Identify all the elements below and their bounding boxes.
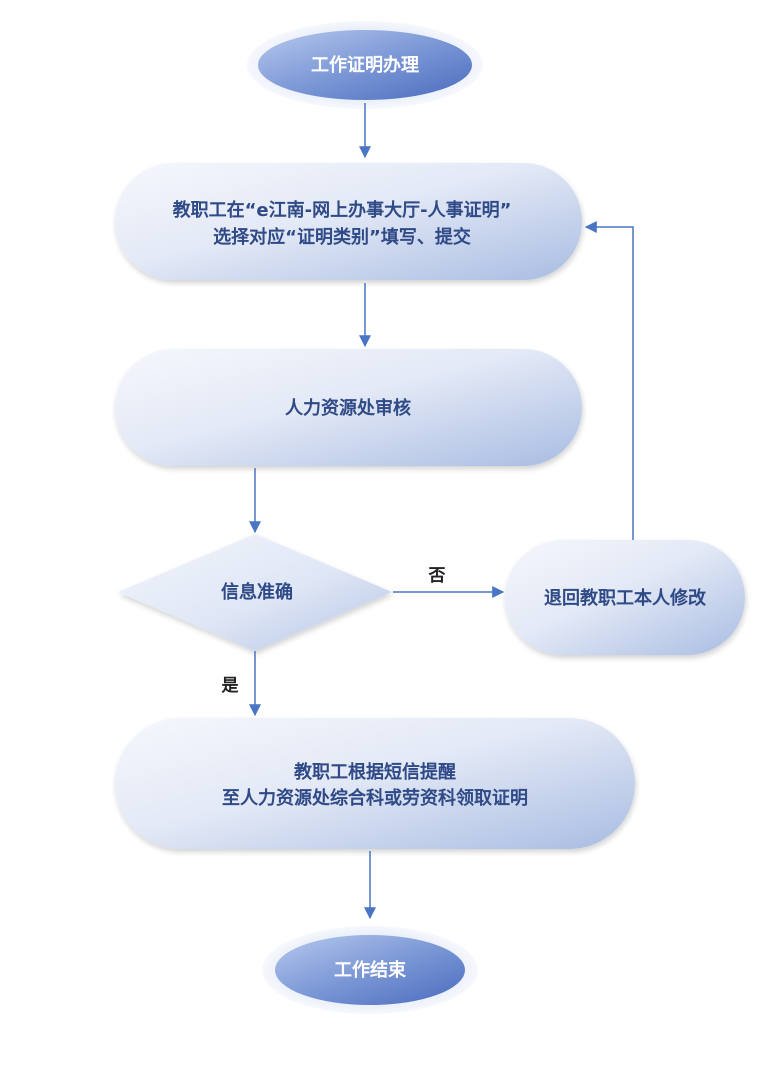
review-step-label: 人力资源处审核	[285, 397, 411, 419]
start-terminal-shape	[258, 30, 472, 100]
end-terminal: 工作结束	[262, 926, 478, 1014]
decision-label: 信息准确	[221, 581, 293, 603]
start-terminal-label: 工作证明办理	[311, 54, 419, 76]
start-terminal: 工作证明办理	[247, 21, 483, 109]
return-step-label: 退回教职工本人修改	[544, 587, 707, 609]
collect-step-shape	[115, 718, 635, 849]
edge-label-no: 否	[428, 566, 446, 586]
submit-step-shape	[115, 163, 582, 280]
arrow-return-to-submit	[584, 221, 634, 540]
decision-diamond-shape	[118, 534, 392, 651]
decision-diamond	[118, 534, 392, 651]
end-terminal-shape	[275, 935, 465, 1005]
submit-step	[115, 163, 582, 280]
end-terminal-label: 工作结束	[334, 959, 407, 981]
collect-step-line2: 至人力资源处综合科或劳资科领取证明	[222, 787, 528, 809]
review-step	[115, 349, 582, 466]
edge-label-yes: 是	[222, 676, 239, 696]
collect-step	[115, 718, 635, 849]
review-step-shape	[115, 349, 582, 466]
submit-step-line2: 选择对应“证明类别”填写、提交	[213, 226, 471, 248]
collect-step-line1: 教职工根据短信提醒	[294, 761, 456, 783]
return-step-shape	[505, 540, 745, 655]
return-step	[505, 540, 745, 655]
submit-step-line1: 教职工在“e江南-网上办事大厅-人事证明”	[173, 199, 512, 221]
